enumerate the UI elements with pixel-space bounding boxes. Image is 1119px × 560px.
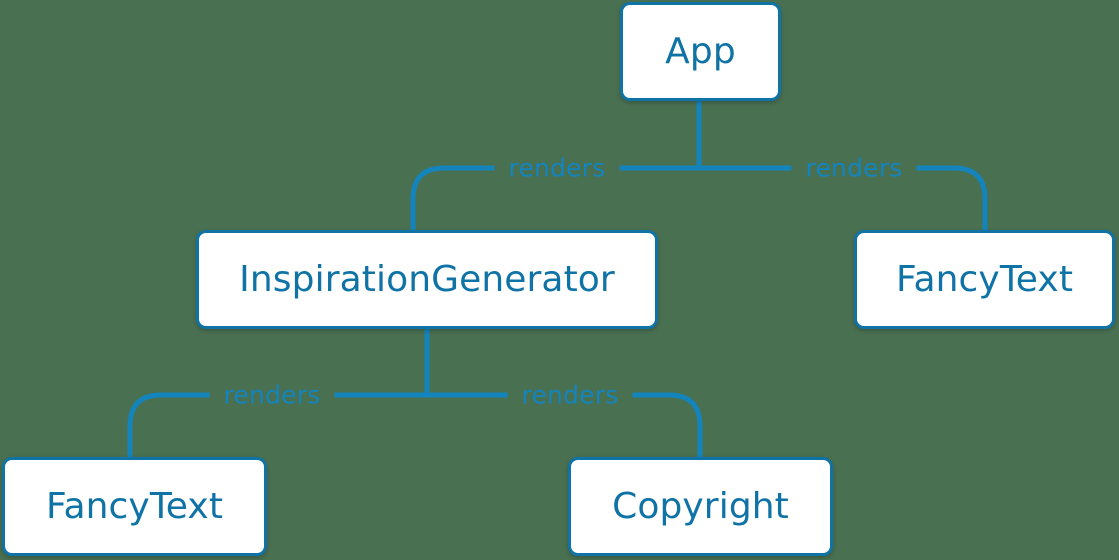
node-fancytext-left-label: FancyText [45,485,224,527]
node-app-label: App [665,30,736,72]
node-copyright-label: Copyright [612,485,789,527]
node-fancytext-right-label: FancyText [895,258,1074,300]
edge-label-inspirationgenerator-to-copyright: renders [507,380,633,410]
node-fancytext-right[interactable]: FancyText [854,230,1115,329]
edge-label-app-to-inspirationgenerator: renders [494,153,620,183]
node-inspirationgenerator[interactable]: InspirationGenerator [196,230,658,329]
edge-label-inspirationgenerator-to-fancytext-left: renders [209,380,335,410]
edge-label-app-to-fancytext-right: renders [791,153,917,183]
node-copyright[interactable]: Copyright [568,457,833,556]
node-app[interactable]: App [620,2,781,101]
node-inspirationgenerator-label: InspirationGenerator [239,258,615,300]
node-fancytext-left[interactable]: FancyText [2,457,267,556]
